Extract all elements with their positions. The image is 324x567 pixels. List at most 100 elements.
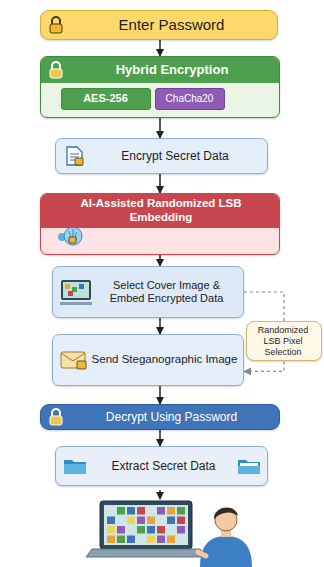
connector: [159, 430, 161, 446]
decor-rect: [75, 158, 83, 165]
node-label: Enter Password: [119, 16, 225, 34]
decor-path: [67, 147, 82, 165]
decor-rect: [65, 284, 70, 289]
pixel: [137, 526, 145, 534]
decor-path: [238, 466, 260, 474]
decor-circle: [64, 227, 82, 245]
node-label: AES-256: [83, 92, 128, 105]
decor-path: [214, 508, 238, 519]
decor-path: [61, 353, 85, 361]
pixel: [107, 526, 115, 534]
pixel: [137, 507, 145, 515]
connector: [244, 292, 284, 321]
note-box: Randomized LSB Pixel Selection: [246, 321, 322, 361]
decor-svg: [60, 349, 88, 371]
decor-rect: [104, 505, 188, 545]
node-label: ChaCha20: [166, 93, 214, 105]
node-label: Hybrid Encryption: [116, 62, 229, 78]
icon: [237, 456, 261, 476]
decor-path: [64, 460, 86, 474]
decor-rect: [69, 237, 76, 243]
pixel: [127, 507, 135, 515]
pixel: [177, 526, 185, 534]
decor-path: [60, 302, 92, 305]
decor-svg: [48, 408, 64, 426]
decor-rect: [50, 416, 62, 425]
node-label: Randomized LSB Pixel Selection: [250, 325, 316, 357]
node-label: Decrypt Using Password: [106, 410, 237, 424]
process-box: Extract Secret Data: [55, 446, 268, 486]
process-box: Select Cover Image & Embed Encrypted Dat…: [52, 266, 244, 318]
decor-svg: [60, 278, 92, 306]
connector: [159, 174, 161, 193]
decor-rect: [61, 280, 91, 300]
icon: [48, 408, 64, 426]
decor-path: [200, 536, 252, 567]
decor-svg: [63, 456, 87, 476]
node-label: AI-Assisted Randomized LSB Embedding: [49, 197, 273, 225]
decor-path: [64, 464, 86, 474]
decor-path: [238, 460, 260, 474]
pixel: [167, 536, 175, 544]
process-box: Decrypt Using Password: [40, 404, 280, 430]
connector: [159, 255, 161, 266]
process-box: Encrypt Secret Data: [55, 138, 268, 174]
decor-rect: [63, 282, 89, 298]
decor-path: [52, 62, 60, 69]
connector: [159, 386, 161, 404]
icon: [63, 456, 87, 476]
pixel: [127, 517, 135, 525]
person-figure: [198, 508, 252, 567]
start-box: Enter Password: [40, 10, 278, 40]
pixel: [147, 526, 155, 534]
header-strip: AI-Assisted Randomized LSB Embedding: [41, 194, 279, 228]
decor-rect: [50, 24, 62, 33]
connector: [244, 361, 284, 371]
connector: [159, 318, 161, 334]
decor-rect: [50, 69, 62, 78]
icon: [48, 16, 64, 34]
pixel: [167, 517, 175, 525]
node-label: Extract Secret Data: [111, 459, 215, 473]
icon: [48, 61, 64, 79]
pixel: [167, 507, 175, 515]
decor-path: [52, 409, 60, 416]
icon: [53, 225, 83, 249]
pixel-grid: [107, 507, 185, 543]
pixel: [157, 526, 165, 534]
decor-path: [86, 549, 206, 557]
decor-svg: [53, 225, 83, 249]
algorithm-box: AES-256: [61, 88, 151, 110]
decor-rect: [61, 352, 85, 368]
laptop-figure: [86, 501, 206, 557]
node-label: Send Steganographic Image: [92, 353, 238, 367]
icon: [60, 278, 92, 306]
decor-path: [198, 552, 206, 556]
pixel: [107, 517, 115, 525]
pixel: [107, 536, 115, 544]
decor-rect: [79, 284, 84, 289]
connector: [159, 40, 161, 56]
node-label: Encrypt Secret Data: [121, 149, 228, 163]
algorithm-box: ChaCha20: [155, 88, 225, 110]
decor-svg: [48, 16, 64, 34]
connector: [159, 118, 161, 138]
pixel: [127, 536, 135, 544]
decor-svg: [48, 61, 64, 79]
pixel: [117, 536, 125, 544]
decor-rect: [100, 501, 192, 549]
decor-rect: [68, 291, 73, 296]
icon: [60, 349, 88, 371]
decor-svg: [237, 456, 261, 476]
decor-svg: [63, 145, 85, 167]
header-strip: Hybrid Encryption: [41, 57, 279, 83]
icon: [63, 145, 85, 167]
pixel: [147, 536, 155, 544]
decor-rect: [77, 361, 86, 369]
pixel: [147, 517, 155, 525]
decor-path: [68, 229, 77, 243]
process-box: Hybrid EncryptionAES-256 ChaCha20: [40, 56, 280, 118]
pixel: [117, 507, 125, 515]
